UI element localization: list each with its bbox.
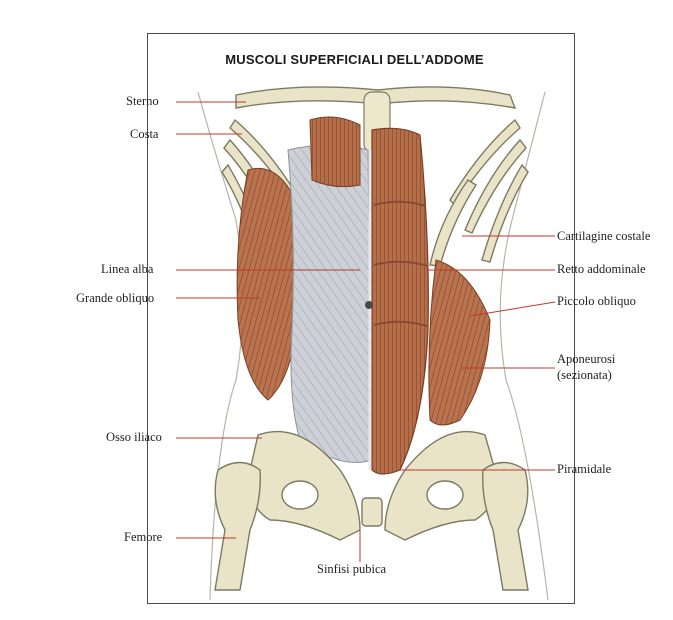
umbilicus: [365, 301, 373, 309]
label-aponeurosi-sezionata: (sezionata): [557, 368, 612, 383]
internal-oblique-muscle: [429, 260, 490, 425]
label-cartilagine-costale: Cartilagine costale: [557, 229, 650, 244]
label-sterno: Sterno: [126, 94, 159, 109]
label-retto-addominale: Retto addominale: [557, 262, 646, 277]
label-femore: Femore: [124, 530, 162, 545]
upper-rectus-left: [310, 117, 360, 187]
aponeurosis-sheet: [288, 145, 372, 463]
label-grande-obliquo: Grande obliquo: [76, 291, 154, 306]
label-piramidale: Piramidale: [557, 462, 611, 477]
label-piccolo-obliquo: Piccolo obliquo: [557, 294, 636, 309]
label-linea-alba: Linea alba: [101, 262, 153, 277]
rectus-abdominis-muscle: [372, 128, 428, 474]
label-aponeurosi: Aponeurosi: [557, 352, 615, 367]
label-costa: Costa: [130, 127, 158, 142]
label-sinfisi-pubica: Sinfisi pubica: [317, 562, 386, 577]
label-osso-iliaco: Osso iliaco: [106, 430, 162, 445]
